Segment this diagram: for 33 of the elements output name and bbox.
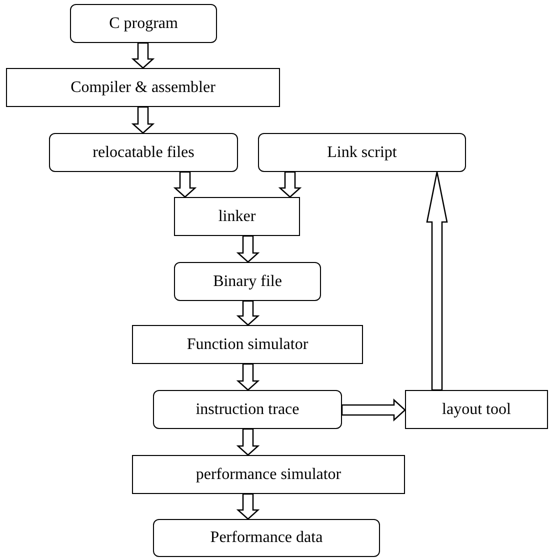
block-arrow [278,171,302,198]
block-arrow [131,42,155,69]
box-label: linker [218,206,256,226]
block-arrow [426,171,448,391]
process-box [6,68,280,107]
box-label: C program [109,14,178,34]
rounded-process-box [174,262,321,301]
process-box [132,455,405,494]
block-arrow [341,398,406,422]
block-arrow [131,106,155,134]
box-label: Binary file [213,272,282,292]
block-arrow [236,363,260,391]
rounded-process-box [258,133,466,172]
box-label: Performance data [210,528,323,548]
rounded-process-box [49,133,238,172]
box-label: Link script [327,142,397,162]
process-box [132,325,363,364]
box-label: instruction trace [196,400,300,420]
block-arrow [236,235,260,263]
box-label: layout tool [442,400,511,420]
process-box [405,390,548,429]
box-label: Compiler & assembler [70,78,216,98]
process-box [174,197,300,236]
rounded-process-box [153,519,380,557]
block-arrow [173,171,197,198]
rounded-process-box [70,4,217,43]
block-arrow [236,493,260,520]
block-arrow [236,428,260,456]
block-arrow [236,300,260,326]
box-label: relocatable files [92,142,194,162]
box-label: Function simulator [186,334,308,354]
box-label: performance simulator [196,464,342,484]
rounded-process-box [153,390,342,429]
